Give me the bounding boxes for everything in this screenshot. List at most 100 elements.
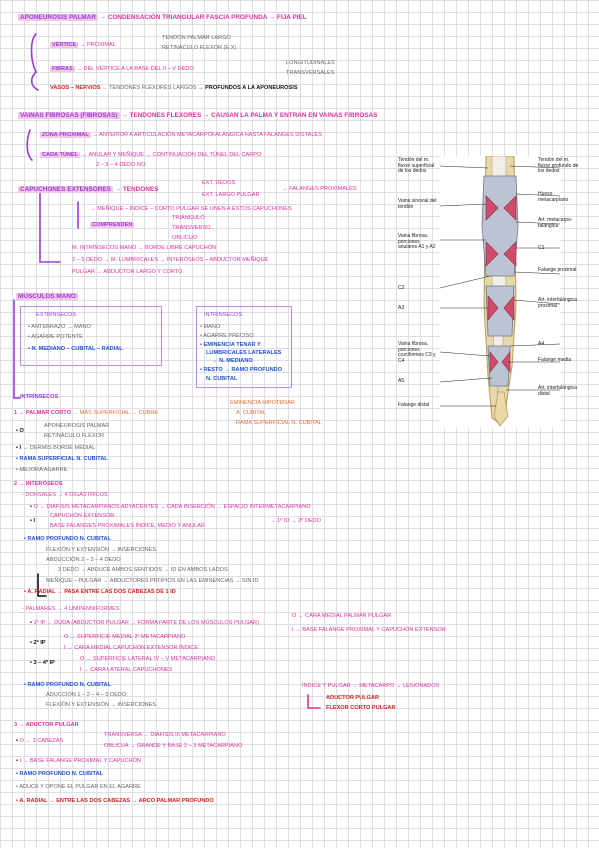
section-vainas: VAINAS FIBROSAS (FIBROSAS) → TENDONES FL… [18,112,377,119]
fig-label-right-2: Art. metacarpo- falángica [538,217,582,229]
intrinsecos-item-2: • AGARRE PRECISO [200,333,254,339]
musculos-title: MÚSCULOS MANO [16,293,78,300]
section-capuchones: CAPUCHONES EXTENSORES → TENDONES [18,186,158,193]
interoseos-label: 2 → INTERÓSEOS [14,481,63,487]
dorsales-func-4: MEÑIQUE – PULGAR → ABDUCTORES PROPIOS EN… [46,578,259,584]
palmar-corto-origen-b1: APONEUROSIS PALMAR [44,423,110,429]
fig-label-left-7: Falange distal [398,402,430,408]
fig-label-right-1-text: Hueso metacarpiano [538,191,569,203]
extrinsecos-item-2-text: AGARRE POTENTE [31,334,83,340]
dorsales-rama: • RAMO PROFUNDO N. CUBITAL [24,536,112,542]
dorsales-label: - DORSALES → 4 DIGÁSTRICOS [22,492,108,498]
vainas-title: VAINAS FIBROSAS (FIBROSAS) [18,112,120,119]
dorsales-text: DORSALES → 4 DIGÁSTRICOS [25,492,108,498]
dorsales-insercion-b1: CAPUCHÓN EXTENSOR [50,513,115,519]
fig-label-left-3: C2 [398,285,405,291]
fig-label-left-6: A5 [398,378,405,384]
zona-tail: → ANTERIOR A ARTICULACIÓN METACARPOFALÁN… [92,132,322,138]
cada-label: CADA TÚNEL [40,152,81,158]
cada-line-2: 2 – 3 – 4 DEDO NO [96,162,146,168]
palmar-corto-insercion-tail: → DERMIS BORDE MEDIAL [22,445,96,451]
palmares-2ip-insercion: I → CARA MEDIAL CAPUCHÓN EXTENSOR ÍNDICE [64,645,199,651]
fig-label-right-4-text: Falange proximal [538,267,577,273]
palmar-corto-origen-label: O [19,428,24,434]
dorsales-arteria-text: A. RADIAL → PASA ENTRE LAS DOS CABEZAS D… [27,589,176,595]
fibras-row: FIBRAS → DEL VÉRTICE A LA BASE DEL II – … [50,66,194,72]
palmares-rama-text: RAMO PROFUNDO N. CUBITAL [27,682,112,688]
palmares-func-2: FLEXIÓN Y EXTENSIÓN → INSERCIONES [46,702,157,708]
fig-label-left-5: Vaina fibrosa, porciones cruciformes C3 … [398,341,438,364]
extrinsecos-item-1: • ANTEBRAZO → MANO [28,324,91,330]
fig-label-right-7: Falange media [538,357,582,364]
intrinsecos-item-2-text: AGARRE PRECISO [203,333,254,339]
side-note-1: ÍNDICE Y PULGAR → METACARPO → LESIONADOS [302,683,440,689]
vasos-tail: → PROFUNDOS A LA APONEUROSIS [198,85,298,91]
palmares-func-1: ADUCCIÓN 1 – 2 – 4 – 5 DEDO [46,692,127,698]
intrinsecos-box [196,306,292,388]
extrinsecos-item-2: • AGARRE POTENTE [28,334,83,340]
palmares-rama: • RAMO PROFUNDO N. CUBITAL [24,682,112,688]
palmar-corto-insercion: • I → DERMIS BORDE MEDIAL [16,445,96,451]
aductor-origen-text: O → 2 CABEZAS [19,738,64,744]
intrinsecos-box-title: INTRÍNSECOS [204,312,243,318]
palmar-corto-mejora-text: MEJORA AGARRE [19,467,68,473]
dorsales-insercion-tail: → 1º ID → 2º DEDO [270,518,322,524]
capuchones-m2: 2 – 5 DEDO → M. LUMBRICALES → INTERÓSEOS… [72,257,269,263]
palmar-corto-origen-b2: RETINÁCULO FLEXOR [44,433,104,439]
fig-label-right-5-text: Art. interfalángica proximal [538,297,577,309]
aponeurosis-title: APONEUROSIS PALMAR [18,14,98,21]
fig-label-right-5: Art. interfalángica proximal [538,297,586,309]
vasos-mid: → TENDONES FLEXORES LARGOS [102,85,197,91]
tendon-ext-pulgar: EXT. LARGO PULGAR [202,192,260,198]
aductor-funcion-text: ADUCE Y OPONE EL PULGAR EN EL AGARRE [19,784,141,790]
fig-label-right-6: A4 [538,341,545,347]
aductor-title: 3 → ADUCTOR PULGAR [14,722,79,728]
aductor-origen-b2: OBLICUA → GRANDE Y BASE 2 – 3 METACARPIA… [104,743,243,749]
vertice-tail: → PROXIMAL [79,42,116,48]
dorsales-rama-text: RAMO PROFUNDO N. CUBITAL [27,536,112,542]
comprenden-triangulo: TRIÁNGULO [172,215,205,221]
fig-label-left-2-text: Vaina fibrosa, porciones anulares A1 y A… [398,233,436,250]
tendon-ext-dedos: EXT. DEDOS [202,180,236,186]
extrinsecos-item-1-text: ANTEBRAZO → MANO [31,324,91,330]
zona-row: ZONA PROXIMAL → ANTERIOR A ARTICULACIÓN … [40,132,322,138]
aductor-arteria-text: A. RADIAL → ENTRE LAS DOS CABEZAS → ARCO… [19,798,214,804]
fig-label-right-1: Hueso metacarpiano [538,191,582,203]
fig-label-right-8: Art. interfalángica distal [538,385,586,397]
fig-label-right-2-text: Art. metacarpo- falángica [538,217,573,229]
aductor-origen-b1: TRANSVERSA → DIÁFISIS III METACARPIANO [104,732,226,738]
palmar-corto-mejora: • MEJORA AGARRE [16,467,68,473]
comprenden-row: COMPRENDEN [90,222,135,228]
bracket-side [307,694,321,709]
palmar-corto-b1: EMINENCIA HIPOTENAR [230,400,295,406]
palmares-34ip: • 3 – 4º IP [30,660,55,666]
fig-label-left-4: A3 [398,305,405,311]
intrinsecos-heading-text: INTRÍNSECOS [20,394,59,400]
cada-row: CADA TÚNEL → ANULAR Y MEÑIQUE → CONTINUA… [40,152,261,158]
extrinsecos-title: EXTRÍNSECOS [36,312,77,318]
capuchones-falanges: → FALANGES PROXIMALES [282,186,357,192]
side-note-3: FLEXOR CORTO PULGAR [326,705,396,711]
intrinsecos-item-1-text: MANO [203,324,221,330]
fibras-branch-2: TRANSVERSALES [286,70,335,76]
vertice-branch-2: RETINÁCULO FLEXOR (E.X) [162,45,237,51]
palmar-corto-label: 1 → PALMAR CORTO [14,410,71,416]
dorsales-func-3: 3 DEDO → ABDUCE AMBOS SENTIDOS → ID EN A… [58,567,228,573]
bracket-aponeurosis [30,33,37,73]
bracket-vainas [26,129,33,161]
vainas-title-tail: → TENDONES FLEXORES → CAUSAN LA PALMA Y … [121,112,378,119]
fig-label-right-4: Falange proximal [538,267,582,274]
palmares-1ip-text: 1º IP → DUDA (ABDUCTOR PULGAR → FORMA PA… [33,620,259,626]
dorsales-insercion-b2: BASE FALANGES PROXIMALES ÍNDICE, MEDIO Y… [50,523,205,529]
dorsales-func-2: ABDUCCIÓN 2 – 3 – 4 DEDO [46,557,121,563]
vertice-label: VÉRTICE [50,42,79,48]
section-aponeurosis: APONEUROSIS PALMAR → CONDENSACIÓN TRIANG… [18,14,307,21]
fig-label-right-8-text: Art. interfalángica distal [538,385,577,397]
palmar-corto-rama-text: RAMA SUPERFICIAL N. CUBITAL [19,456,108,462]
palmares-2ip: • 2º IP [30,640,46,646]
aductor-insercion: • I → BASE FALANGE PROXIMAL Y CAPUCHÓN [16,758,141,764]
aductor-rama-text: RAMO PROFUNDO N. CUBITAL [19,771,104,777]
capuchones-menique: → MEÑIQUE – ÍNDICE – CORTO PULGAR SE UNE… [90,206,292,212]
palmar-corto-origen: • O [16,428,24,434]
bracket-dorsales-func [37,573,47,597]
